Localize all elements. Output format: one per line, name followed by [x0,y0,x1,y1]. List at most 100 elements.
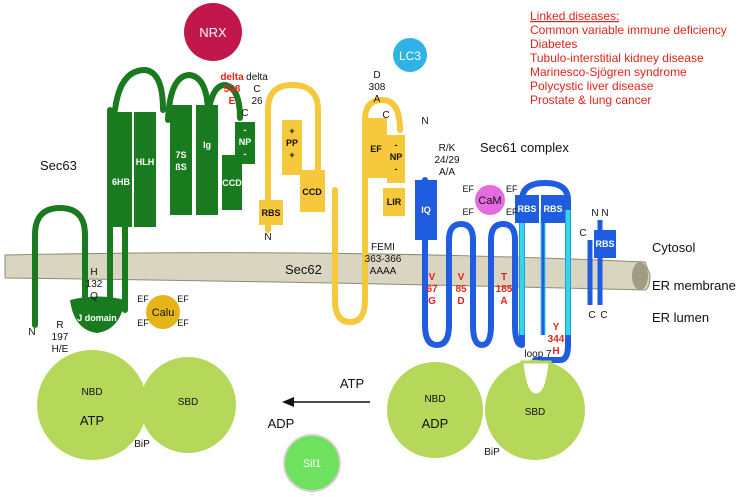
mut-v67g: V [429,272,436,283]
sec63-np-label: NP [239,137,252,147]
calu-ef: EF [137,318,149,328]
bip-right-nbd: NBD [424,394,445,405]
sec62-lir-box [383,188,405,216]
arrow-head-icon [282,397,294,407]
sec63-6hb-box [110,112,132,227]
mut-r197he: 197 [52,332,69,343]
sec61-terminus: C [600,310,607,321]
calu-ef: EF [137,294,149,304]
sec62-np-box [387,135,405,183]
bip-right-name: BiP [484,447,500,458]
femi-motif: FEMI [371,242,395,253]
bip-left [37,350,236,460]
disease-item: Prostate & lung cancer [530,93,651,107]
disease-item: Diabetes [530,37,577,51]
sec62-lir-label: LIR [387,197,402,207]
lc3-circle [393,38,427,72]
linked-diseases-list: Linked diseases: Common variable immune … [530,9,727,107]
calu-label: Calu [152,307,175,319]
disease-item: Tubulo-interstitial kidney disease [530,51,704,65]
bip-left-nbd: NBD [81,387,102,398]
delta-568e: delta [220,72,244,83]
bip-left-atp: ATP [80,413,104,428]
sec63-7s-label: 7S [175,150,186,160]
cam-ef: EF [462,207,474,217]
sec61-rbs-box [541,195,565,223]
sec61-terminus: N [601,208,608,219]
sec63-bs-label: ßS [175,162,187,172]
calu-ef: EF [177,294,189,304]
cytosol-label: Cytosol [652,240,695,255]
sec62-protein [265,81,403,326]
sec61-iq-label: IQ [421,205,431,215]
mut-d308a: 308 [369,82,386,93]
mut-t185a: T [501,272,507,283]
cam-ef: EF [506,184,518,194]
bip-left-sbd: SBD [178,397,199,408]
sec61-rbs-box [594,230,616,258]
diseases-heading: Linked diseases: [530,9,619,23]
cycle-atp: ATP [340,376,364,391]
sec63-hlh-box [134,112,156,227]
sec62-ccd-box [300,170,325,212]
sec62-rbs-label: RBS [261,208,280,218]
sec63-n-term: N [28,327,35,338]
calu-ef: EF [177,318,189,328]
cam-circle [475,185,505,215]
lc3-label: LC3 [399,49,421,63]
mut-y344h: Y [553,322,560,333]
delta-568e: E [229,96,236,107]
sec62-name: Sec62 [285,262,322,277]
mut-rk: A/A [439,167,455,178]
mut-v85d: V [458,272,465,283]
sec62-n-term: N [264,232,271,243]
sec62-rbs-box [259,200,283,225]
j-domain-label: J domain [77,313,117,323]
mut-rk: 24/29 [434,155,459,166]
sec61-terminus: N [591,208,598,219]
mut-r197he: H/E [52,344,69,355]
mut-d308a: D [373,70,380,81]
mut-h132q: Q [90,291,98,302]
sec61-protein [422,177,571,363]
bip-left-name: BiP [134,439,150,450]
er-membrane-label: ER membrane [652,278,736,293]
sec62-pp-plus1: + [289,126,294,136]
mut-d308a: A [374,94,381,105]
sec63-ig-box [196,105,218,215]
cam-ef: EF [506,207,518,217]
sec63-np-minus1: - [244,125,247,135]
delta-568e: 568 [224,84,241,95]
mut-t185a: A [500,296,507,307]
sec62-pp-label: PP [286,138,298,148]
sec61-rbs-label: RBS [517,204,536,214]
delta-c26: delta [246,72,268,83]
disease-item: Polycystic liver disease [530,79,654,93]
mut-h132q: H [90,267,97,278]
mut-r197he: R [56,320,63,331]
sec62-np-minus1: - [395,140,398,150]
mut-v67g: G [428,296,436,307]
mut-h132q: 132 [86,279,103,290]
sec63-ccd-box [222,155,242,210]
sec62-ef-label: EF [370,144,382,154]
nrx-circle [184,3,242,61]
sec62-ccd-label: CCD [302,187,322,197]
mut-y344h: 344 [548,334,565,345]
mut-v67g: 67 [426,284,438,295]
nrx-label: NRX [199,25,227,40]
sec61-rbs-label: RBS [543,204,562,214]
cam-ef: EF [462,184,474,194]
femi-motif: 363-366 [365,254,402,265]
sec61-iq-box [415,180,437,240]
cycle-adp: ADP [268,416,295,431]
sil1-label: Sil1 [303,458,321,470]
femi-motif: AAAA [370,266,397,277]
bip-right-sbd: SBD [525,407,546,418]
mut-rk: R/K [439,143,456,154]
sec61-rbs-box [515,195,539,223]
calu-circle [146,295,180,329]
mut-v85d: 85 [455,284,467,295]
